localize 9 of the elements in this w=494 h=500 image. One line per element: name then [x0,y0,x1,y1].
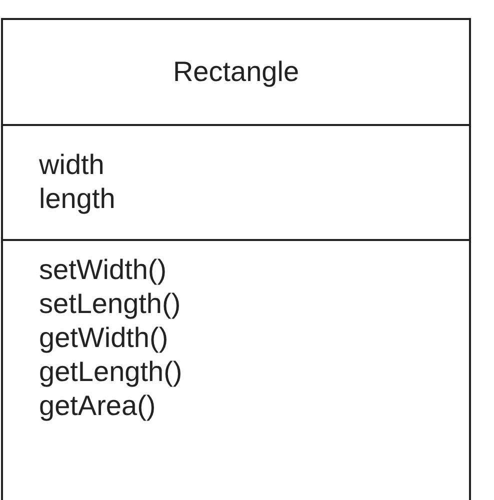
method-text: setWidth() [39,253,167,287]
method-text: getArea() [39,389,156,423]
method-text: getWidth() [39,321,168,355]
attribute-text: width [39,148,104,182]
class-name: Rectangle [172,55,300,89]
method-text: getLength() [39,355,182,389]
method-text: setLength() [39,287,181,321]
attribute-text: length [39,182,116,216]
class-box [1,18,471,500]
